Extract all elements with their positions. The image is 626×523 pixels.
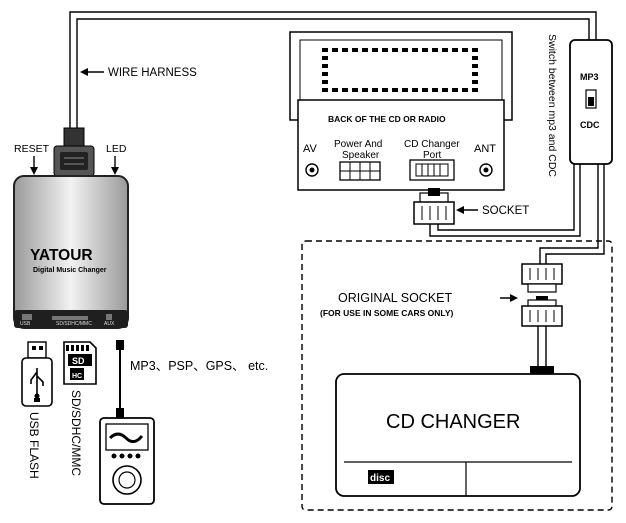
original-socket-arrow <box>500 294 518 302</box>
radio-back-title: BACK OF THE CD OR RADIO <box>328 114 446 124</box>
cd-changer-port-label-2: Port <box>423 150 442 161</box>
power-speaker-label-1: Power And <box>334 139 382 150</box>
reset-arrow <box>30 156 38 175</box>
port-sd-label: SD/SDHC/MMC <box>56 321 92 327</box>
optional-area-outline <box>301 240 613 511</box>
radio-back-unit <box>289 31 513 191</box>
sd-hc-logo: HC <box>72 373 82 380</box>
usb-flash-label: USB FLASH <box>27 412 41 479</box>
aux-cable <box>116 340 124 420</box>
brand-subtitle: Digital Music Changer <box>33 267 107 274</box>
original-socket-connector <box>521 263 563 327</box>
yatour-device <box>13 127 129 329</box>
led-arrow <box>111 156 119 175</box>
switch-description: Switch between mp3 and CDC <box>546 34 558 177</box>
sd-card-label: SD/SDHC/MMC <box>69 390 83 476</box>
switch-mp3-label: MP3 <box>580 72 599 82</box>
socket-arrow <box>456 206 478 214</box>
wire-harness-cable <box>69 11 597 130</box>
power-speaker-label-2: Speaker <box>342 150 380 161</box>
wire-harness-label: WIRE HARNESS <box>108 67 197 79</box>
av-label: AV <box>303 143 318 155</box>
original-socket-label: ORIGINAL SOCKET <box>338 291 453 305</box>
cd-changer-port-label-1: CD Changer <box>404 139 460 150</box>
ant-label: ANT <box>474 143 496 155</box>
original-socket-note: (FOR USE IN SOME CARS ONLY) <box>320 308 454 318</box>
vent-grid <box>322 48 478 92</box>
cd-changer-unit <box>335 373 581 497</box>
port-usb-label: USB <box>20 321 31 327</box>
usb-flash-drive <box>21 341 53 407</box>
switch-cdc-label: CDC <box>580 120 600 130</box>
sd-logo: SD <box>72 356 85 366</box>
aux-devices-label: MP3、PSP、GPS、 etc. <box>130 359 268 373</box>
brand-name: YATOUR <box>30 247 93 264</box>
wire-harness-arrow <box>80 68 104 76</box>
cd-changer-title: CD CHANGER <box>386 411 520 433</box>
reset-label: RESET <box>14 143 50 155</box>
mp3-cdc-switch-box <box>569 39 613 165</box>
cd-changer-cable <box>537 326 547 368</box>
mp3-player <box>99 417 155 505</box>
sd-card <box>63 341 97 385</box>
led-label: LED <box>106 143 127 155</box>
port-aux-label: AUX <box>104 321 115 327</box>
socket-connector <box>413 188 455 225</box>
switch-cables <box>429 160 605 264</box>
disc-logo: disc <box>370 473 390 484</box>
socket-label: SOCKET <box>482 205 529 217</box>
cd-changer-plug <box>530 366 554 374</box>
